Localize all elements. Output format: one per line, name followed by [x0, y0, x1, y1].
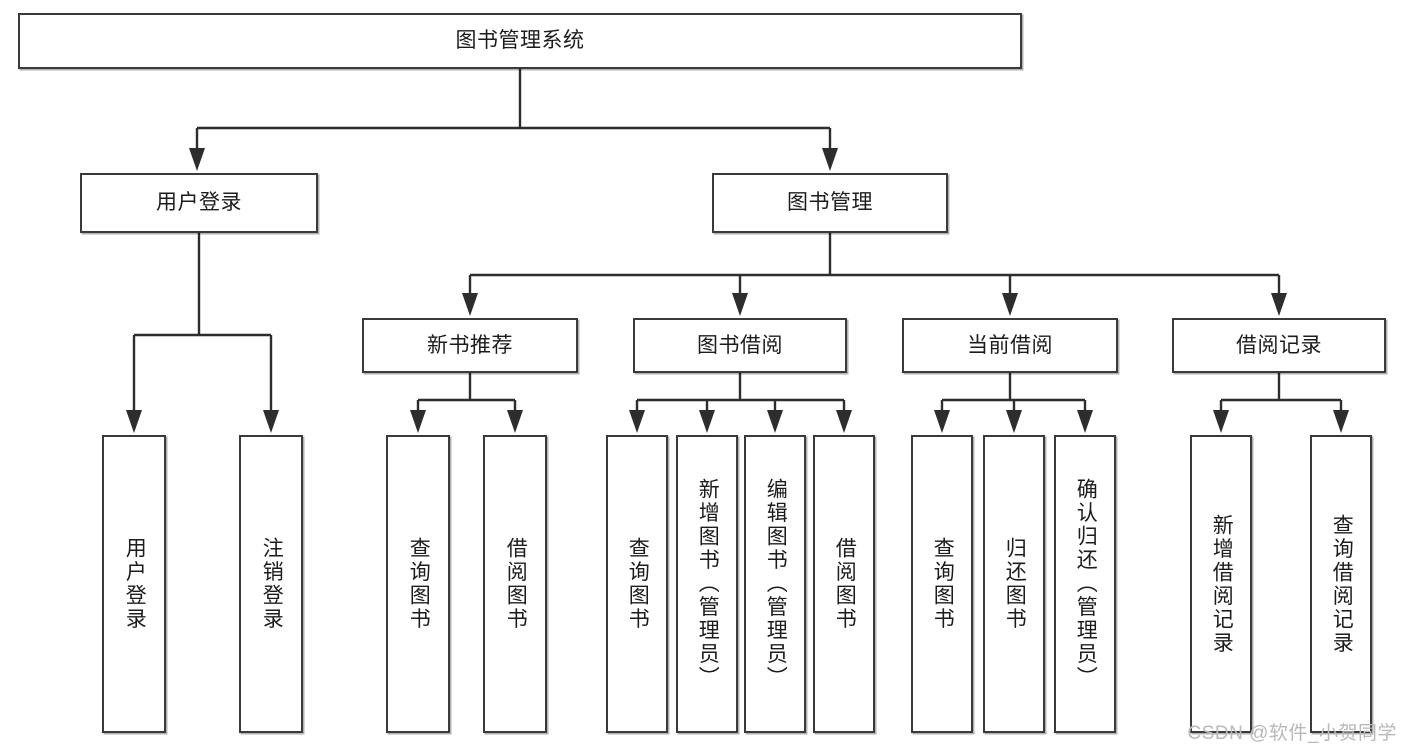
node-leaf-borrow-book-2[interactable]: 借阅图书 — [813, 435, 875, 733]
node-leaf-user-login-label: 用户登录 — [123, 537, 147, 631]
node-borrow-record[interactable]: 借阅记录 — [1172, 318, 1386, 373]
node-leaf-query-book-1[interactable]: 查询图书 — [386, 435, 450, 733]
node-leaf-user-logout[interactable]: 注销登录 — [239, 435, 303, 733]
node-leaf-add-record[interactable]: 新增借阅记录 — [1190, 435, 1252, 733]
node-new-book-recommend-label: 新书推荐 — [427, 333, 513, 357]
node-leaf-borrow-book-1[interactable]: 借阅图书 — [483, 435, 547, 733]
node-leaf-add-book-label: 新增图书（管理员） — [696, 478, 720, 690]
node-leaf-borrow-book-2-label: 借阅图书 — [833, 537, 857, 631]
node-leaf-query-record[interactable]: 查询借阅记录 — [1310, 435, 1372, 733]
node-leaf-query-book-1-label: 查询图书 — [407, 537, 431, 631]
node-book-manage[interactable]: 图书管理 — [712, 173, 948, 233]
node-current-borrow-label: 当前借阅 — [967, 333, 1053, 357]
node-current-borrow[interactable]: 当前借阅 — [902, 318, 1118, 373]
node-leaf-query-book-3[interactable]: 查询图书 — [911, 435, 973, 733]
node-book-borrow[interactable]: 图书借阅 — [633, 318, 847, 373]
watermark-text: CSDN @软件_小贺同学 — [1187, 723, 1397, 744]
node-borrow-record-label: 借阅记录 — [1236, 333, 1322, 357]
node-leaf-user-logout-label: 注销登录 — [260, 537, 284, 631]
node-book-borrow-label: 图书借阅 — [697, 333, 783, 357]
node-leaf-confirm-return[interactable]: 确认归还（管理员） — [1054, 435, 1116, 733]
node-leaf-return-book-label: 归还图书 — [1003, 537, 1027, 631]
node-leaf-edit-book[interactable]: 编辑图书（管理员） — [744, 435, 806, 733]
node-root-label: 图书管理系统 — [455, 29, 585, 53]
node-leaf-user-login[interactable]: 用户登录 — [102, 435, 166, 733]
node-user-login-label: 用户登录 — [156, 191, 242, 215]
node-leaf-query-record-label: 查询借阅记录 — [1330, 513, 1354, 655]
node-leaf-query-book-3-label: 查询图书 — [931, 537, 955, 631]
node-leaf-edit-book-label: 编辑图书（管理员） — [764, 478, 788, 690]
node-leaf-add-book[interactable]: 新增图书（管理员） — [676, 435, 738, 733]
node-leaf-query-book-2[interactable]: 查询图书 — [606, 435, 668, 733]
node-root[interactable]: 图书管理系统 — [18, 13, 1022, 69]
node-leaf-confirm-return-label: 确认归还（管理员） — [1074, 478, 1098, 690]
node-user-login[interactable]: 用户登录 — [80, 173, 318, 233]
node-leaf-borrow-book-1-label: 借阅图书 — [504, 537, 528, 631]
node-new-book-recommend[interactable]: 新书推荐 — [362, 318, 578, 373]
node-book-manage-label: 图书管理 — [787, 191, 873, 215]
node-leaf-return-book[interactable]: 归还图书 — [983, 435, 1045, 733]
node-leaf-query-book-2-label: 查询图书 — [626, 537, 650, 631]
node-leaf-add-record-label: 新增借阅记录 — [1210, 513, 1234, 655]
